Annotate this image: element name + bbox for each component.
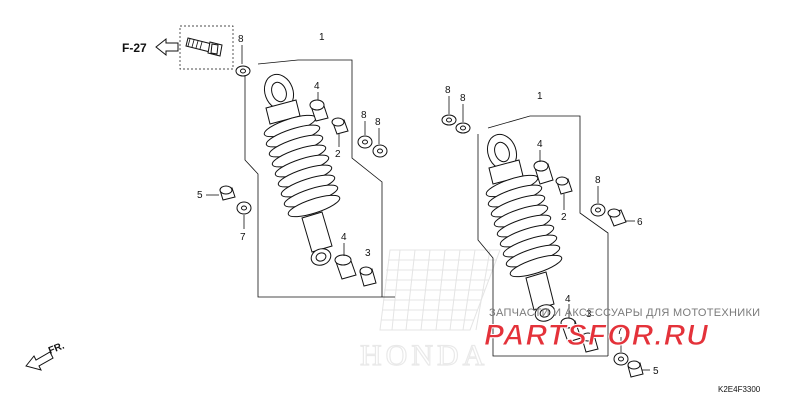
- right-washer-b: [455, 122, 471, 134]
- reference-arrow: F-27: [122, 37, 179, 57]
- callout-left-bushing-bottom: 4: [341, 232, 347, 243]
- callout-left-collar-bottom: 3: [365, 248, 371, 259]
- right-collar-bottom: [581, 332, 599, 353]
- left-shock-absorber: [263, 73, 341, 266]
- front-label: FR.: [47, 340, 66, 356]
- left-washer-b: [372, 144, 388, 158]
- left-bushing-bottom: [334, 254, 357, 280]
- right-leader-lines: [448, 96, 650, 371]
- left-nut: [219, 185, 236, 201]
- left-washer-a: [357, 135, 373, 149]
- diagram-code: K2E4F3300: [718, 385, 761, 394]
- right-bushing-bottom: [560, 317, 582, 343]
- left-collar-top: [331, 117, 349, 135]
- watermark-site: PARTSFOR.RU: [484, 319, 709, 352]
- callout-left-washer-a: 8: [361, 110, 367, 121]
- left-assembly-bracket: [244, 70, 395, 298]
- mounting-bolt: [185, 37, 223, 57]
- honda-wing-watermark: HONDA: [359, 249, 501, 373]
- callout-right-collar-bottom: 3: [586, 309, 592, 320]
- right-nut: [627, 360, 644, 378]
- callout-right-washer-c: 8: [595, 175, 601, 186]
- callout-right-collar-top: 2: [561, 212, 567, 223]
- right-washer-a: [441, 114, 457, 126]
- left-assembly-bracket-right: [257, 59, 383, 297]
- left-washer-top: [235, 65, 251, 77]
- right-bushing-top: [533, 160, 554, 185]
- callout-right-assy: 1: [537, 91, 543, 102]
- callout-left-nut: 5: [197, 190, 203, 201]
- reference-label: F-27: [122, 41, 147, 55]
- watermark-caption: ЗАПЧАСТИ И АКСЕССУАРЫ ДЛЯ МОТОТЕХНИКИ: [489, 307, 760, 319]
- callout-right-nut: 5: [653, 366, 659, 377]
- reference-arrow-icon: [155, 37, 179, 57]
- left-leader-lines: [206, 45, 380, 256]
- callout-left-assy: 1: [319, 32, 325, 43]
- right-washer-nut: [613, 352, 629, 366]
- callout-right-cap-nut: 6: [637, 217, 643, 228]
- callout-left-washer-nut: 7: [240, 232, 246, 243]
- right-assembly-bracket: [477, 134, 608, 357]
- callout-right-washer-nut: 7: [617, 326, 623, 337]
- right-cap-nut: [607, 208, 627, 227]
- callout-left-collar-top: 2: [335, 149, 341, 160]
- front-direction-indicator: FR.: [25, 340, 66, 371]
- right-shock-absorber: [485, 133, 563, 322]
- callout-left-bushing-top: 4: [314, 81, 320, 92]
- callout-right-bushing-bottom: 4: [565, 294, 571, 305]
- callout-left-bolt-washer: 8: [238, 34, 244, 45]
- left-bushing-top: [309, 99, 329, 122]
- right-washer-c: [590, 203, 606, 217]
- left-washer-nut: [236, 201, 252, 215]
- watermark-brand: HONDA: [360, 339, 488, 372]
- front-arrow-icon: [25, 351, 54, 371]
- right-assembly-bracket-right: [487, 115, 609, 356]
- right-collar-top: [555, 176, 573, 195]
- callout-right-bushing-top: 4: [537, 139, 543, 150]
- left-collar-bottom: [359, 266, 377, 287]
- callout-right-washer-a: 8: [445, 85, 451, 96]
- callout-right-washer-b: 8: [460, 93, 466, 104]
- callout-left-washer-b: 8: [375, 117, 381, 128]
